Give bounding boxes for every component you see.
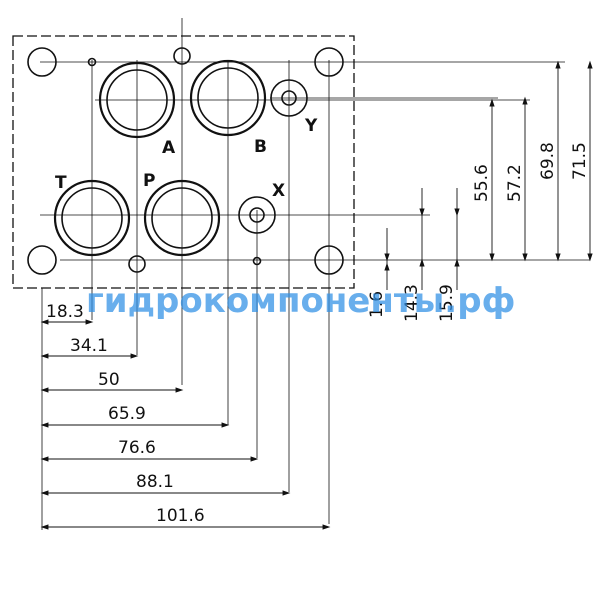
locating-hole-bottom [128,255,146,273]
dim-88-1: 88.1 [136,472,174,492]
vertical-dimension-lines [384,60,593,290]
plate-outline [12,35,355,289]
dim-15-9: 15.9 [437,284,457,322]
port-a-ring [98,61,176,139]
dim-50: 50 [98,370,120,390]
port-t-label: T [55,173,67,193]
mounting-hole-top-left [27,47,57,77]
dim-76-6: 76.6 [118,438,156,458]
port-y-ring [270,79,308,117]
dim-57-2: 57.2 [505,164,525,202]
port-b-label: B [254,137,267,157]
port-a-label: A [162,138,176,158]
dim-69-8: 69.8 [538,142,558,180]
main-ports [53,59,308,257]
port-y-label: Y [304,116,318,136]
pin-hole-bottom [252,256,262,266]
mounting-holes [27,47,344,275]
dim-34-1: 34.1 [70,336,108,356]
dim-71-5: 71.5 [570,142,590,180]
port-p-label: P [143,171,155,191]
dim-101-6: 101.6 [156,506,205,526]
center-lines [40,18,590,530]
dim-14-3: 14.3 [402,284,422,322]
watermark-text: гидрокомпоненты.рф [86,281,515,321]
locating-hole-top [173,47,191,65]
port-t-ring [53,179,131,257]
mounting-hole-bottom-right [314,245,344,275]
pin-hole-top [87,57,97,67]
mounting-hole-bottom-left [27,245,57,275]
port-p-ring [143,179,221,257]
horizontal-dimension-lines [40,319,331,530]
dim-55-6: 55.6 [472,164,492,202]
port-b-ring [189,59,267,137]
port-x-ring [238,196,276,234]
dim-18-3: 18.3 [46,302,84,322]
dim-1-6: 1.6 [367,291,387,318]
mounting-hole-top-right [314,47,344,77]
dim-65-9: 65.9 [108,404,146,424]
port-x-label: X [272,181,285,201]
